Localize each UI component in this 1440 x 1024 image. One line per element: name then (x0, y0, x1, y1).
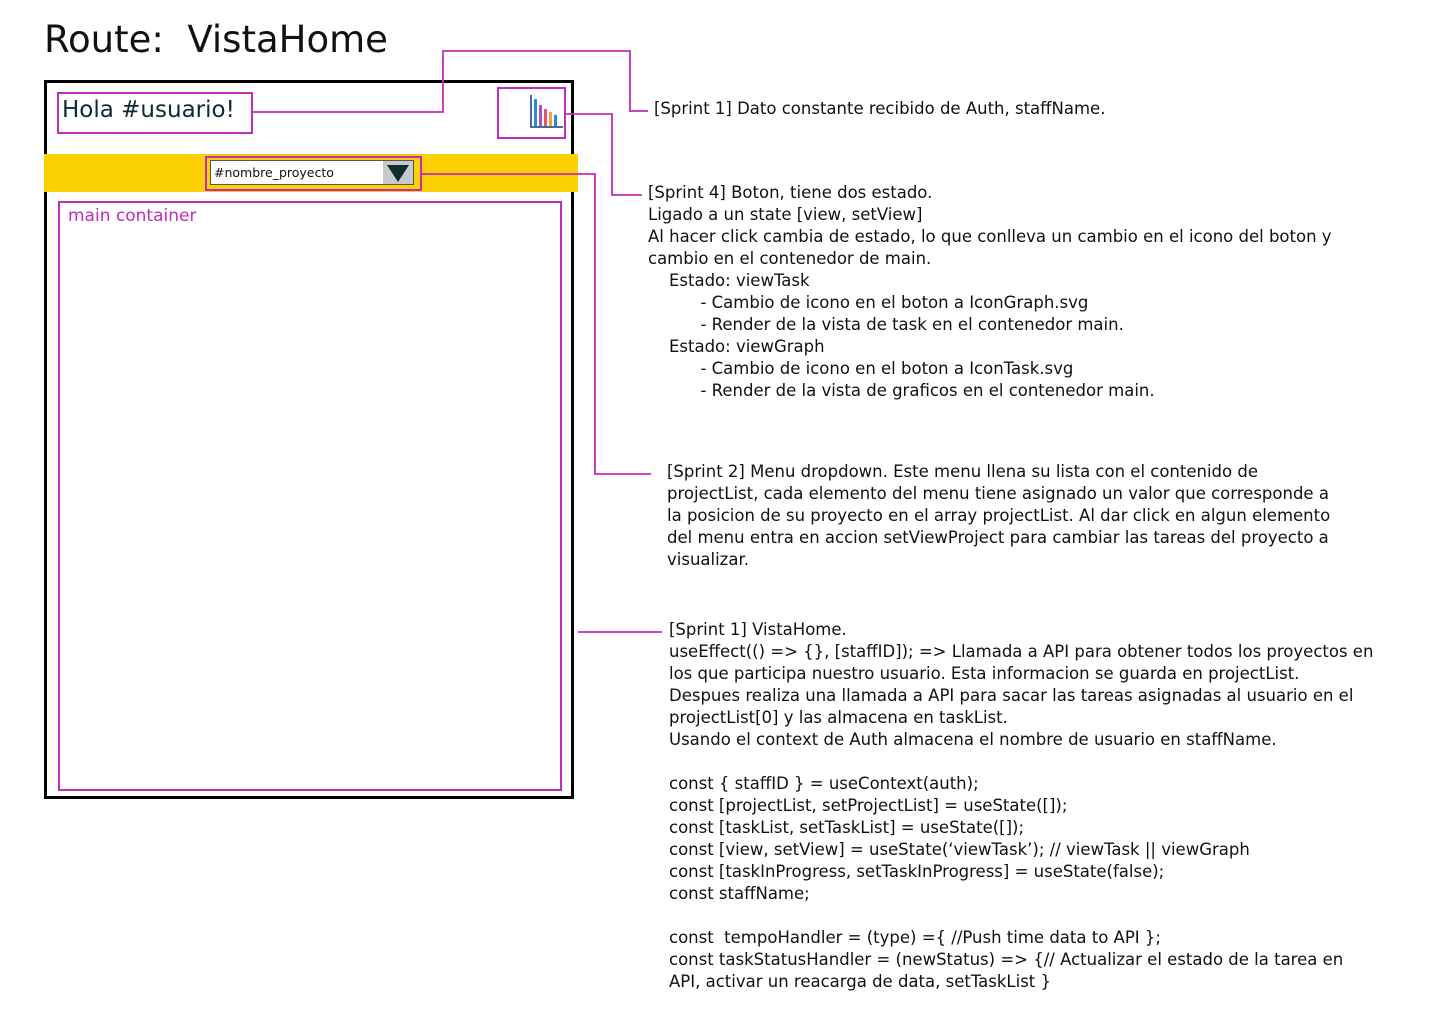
route-title: Route: VistaHome (44, 18, 388, 61)
project-dropdown[interactable]: #nombre_proyecto (210, 160, 414, 185)
view-toggle-button[interactable] (497, 87, 566, 139)
connector-greeting (253, 50, 648, 113)
bar-chart-icon (530, 95, 563, 128)
triangle-down-icon (387, 165, 409, 182)
annotation-sprint1-staffname: [Sprint 1] Dato constante recibido de Au… (654, 99, 1106, 118)
annotation-sprint2-dropdown: [Sprint 2] Menu dropdown. Este menu llen… (667, 462, 1331, 569)
greeting-highlight (57, 92, 253, 134)
annotation-sprint1-vistahome: [Sprint 1] VistaHome. useEffect(() => {}… (669, 620, 1374, 991)
annotation-sprint4-button: [Sprint 4] Boton, tiene dos estado. Liga… (648, 183, 1332, 400)
greeting-text: Hola #usuario! (62, 97, 235, 123)
dropdown-toggle[interactable] (383, 161, 413, 184)
connector-view-button (566, 113, 642, 196)
dropdown-highlight (205, 156, 422, 191)
app-frame (44, 80, 574, 799)
dropdown-value: #nombre_proyecto (214, 165, 334, 180)
main-container (58, 201, 562, 791)
connector-dropdown (422, 173, 651, 475)
main-container-label: main container (68, 206, 197, 226)
